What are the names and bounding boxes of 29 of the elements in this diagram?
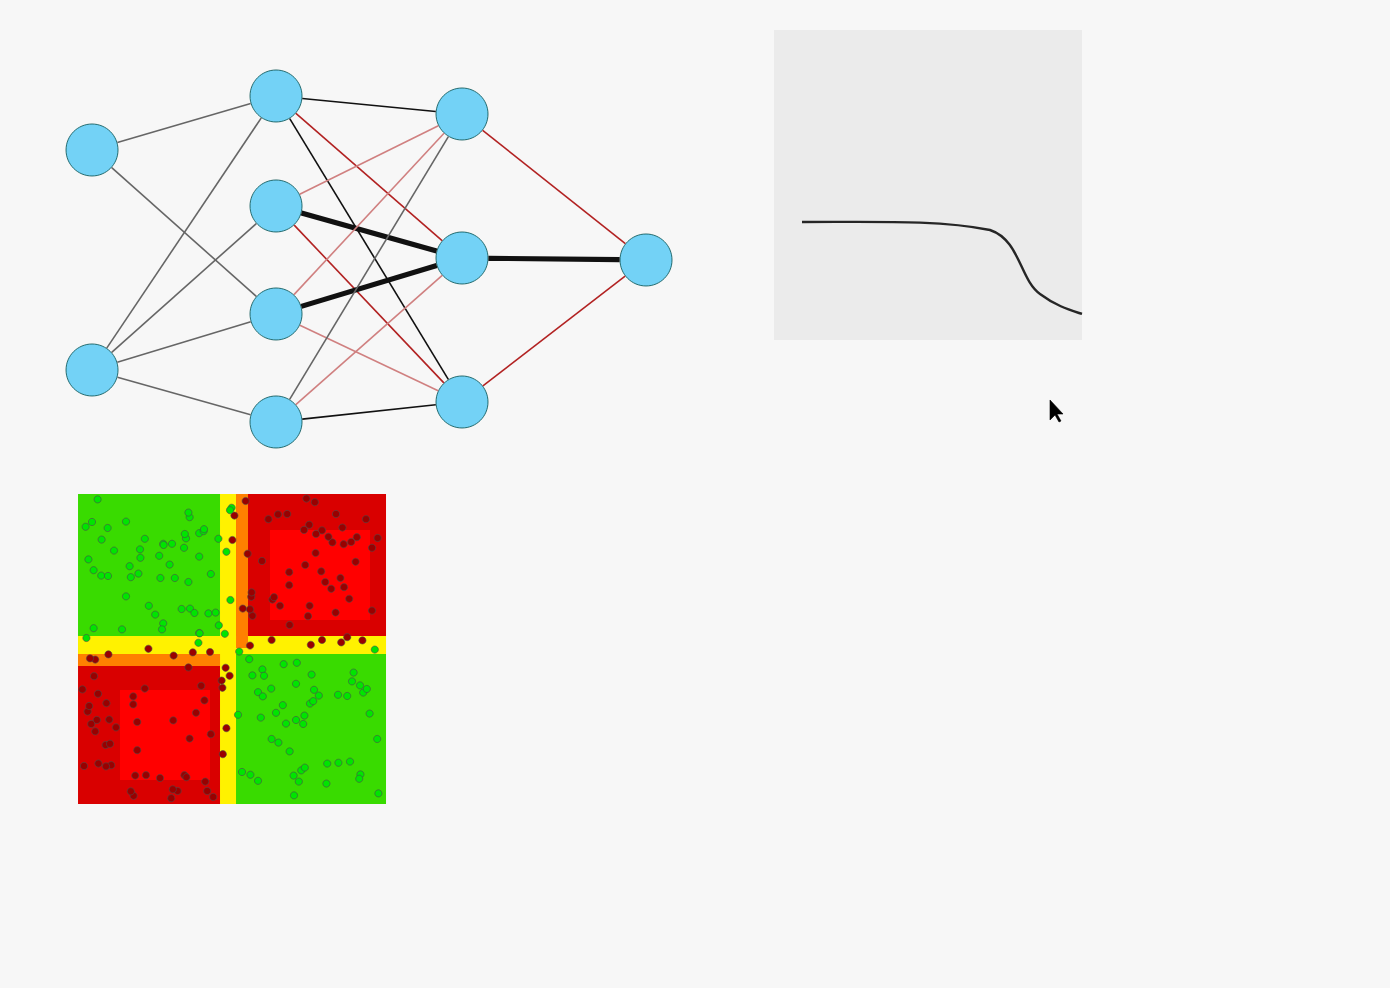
- connection-line: [295, 274, 444, 406]
- connection-line: [116, 102, 252, 144]
- connection-line: [110, 222, 258, 354]
- neuron-circle: [249, 395, 303, 449]
- connection-line: [110, 166, 258, 298]
- neuron-circle: [619, 233, 673, 287]
- neuron-circle: [65, 123, 119, 177]
- connection-line: [301, 97, 437, 113]
- neuron-circle: [435, 231, 489, 285]
- neuron-circle: [435, 375, 489, 429]
- connection-line: [298, 124, 440, 196]
- connection-line: [116, 376, 252, 416]
- connection-line: [295, 112, 443, 242]
- connection-line: [293, 132, 445, 296]
- connection-line: [105, 117, 263, 349]
- neuron-circle: [249, 69, 303, 123]
- connection-line: [482, 275, 626, 387]
- connection-line: [481, 129, 627, 245]
- neuron-circle: [65, 343, 119, 397]
- neuron-circle: [249, 179, 303, 233]
- connection-line: [293, 224, 445, 384]
- connection-line: [488, 255, 620, 263]
- connection-line: [300, 263, 438, 309]
- neuron-circle: [249, 287, 303, 341]
- connection-line: [299, 324, 439, 392]
- connection-line: [300, 210, 438, 254]
- connection-line: [301, 404, 437, 420]
- neuron-circle: [435, 87, 489, 141]
- connection-line: [116, 320, 252, 364]
